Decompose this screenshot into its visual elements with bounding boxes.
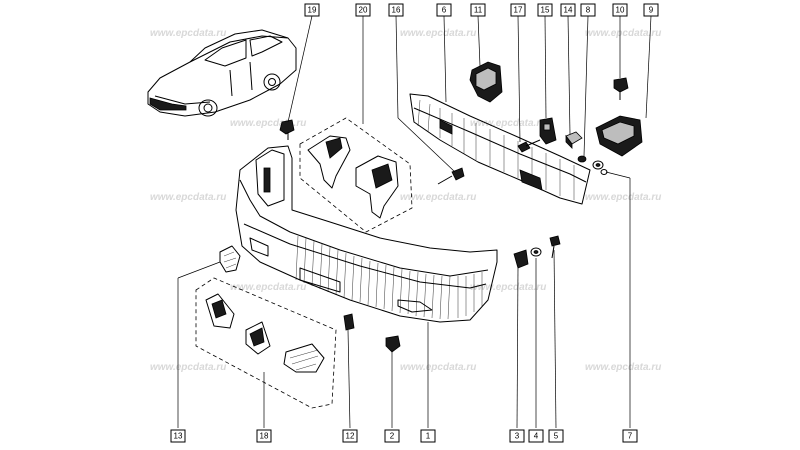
callout-16[interactable]: 16 [388, 3, 404, 17]
watermark: www.epcdata.ru [470, 282, 546, 293]
callout-label: 10 [616, 6, 625, 15]
callout-label: 3 [515, 432, 520, 441]
watermark: www.epcdata.ru [585, 28, 661, 39]
leader-lines [177, 15, 652, 429]
callout-4[interactable]: 4 [528, 429, 544, 443]
callout-14[interactable]: 14 [560, 3, 576, 17]
callout-label: 7 [628, 432, 633, 441]
reference-car-illustration [147, 29, 297, 117]
watermark: www.epcdata.ru [230, 118, 306, 129]
callout-label: 4 [534, 432, 539, 441]
cover-13 [219, 245, 241, 273]
bracket-11 [469, 61, 503, 103]
callout-label: 5 [554, 432, 559, 441]
callout-label: 14 [564, 6, 573, 15]
callout-label: 16 [392, 6, 401, 15]
watermark: www.epcdata.ru [400, 28, 476, 39]
callout-10-top[interactable]: 10 [612, 3, 628, 17]
callout-19[interactable]: 19 [304, 3, 320, 17]
clip-19 [279, 119, 295, 140]
callout-label: 20 [359, 6, 368, 15]
clip-10 [613, 77, 629, 100]
watermark-layer: www.epcdata.ru www.epcdata.ru www.epcdat… [150, 28, 661, 373]
callout-label: 11 [474, 6, 483, 15]
callout-label: 12 [346, 432, 355, 441]
watermark: www.epcdata.ru [585, 192, 661, 203]
callout-2[interactable]: 2 [384, 429, 400, 443]
screw-17 [517, 139, 541, 153]
bracket-15 [539, 117, 557, 145]
bracket-group-18 [195, 277, 337, 409]
bracket-9 [595, 115, 643, 157]
watermark: www.epcdata.ru [150, 192, 226, 203]
watermark: www.epcdata.ru [150, 362, 226, 373]
callout-8[interactable]: 8 [580, 3, 596, 17]
callout-15[interactable]: 15 [537, 3, 553, 17]
callout-18[interactable]: 18 [256, 429, 272, 443]
front-bumper-cover [235, 145, 498, 323]
clip-nut-3 [513, 249, 529, 269]
callout-5[interactable]: 5 [548, 429, 564, 443]
watermark: www.epcdata.ru [585, 362, 661, 373]
callout-label: 18 [260, 432, 269, 441]
nut-14 [565, 131, 583, 149]
callout-6[interactable]: 6 [436, 3, 452, 17]
callout-3[interactable]: 3 [509, 429, 525, 443]
callout-label: 8 [586, 6, 591, 15]
bracket-group-20 [299, 117, 413, 233]
watermark: www.epcdata.ru [230, 282, 306, 293]
callout-9[interactable]: 9 [643, 3, 659, 17]
bolt-5 [549, 235, 561, 259]
callout-17[interactable]: 17 [510, 3, 526, 17]
callout-label: 2 [390, 432, 395, 441]
watermark: www.epcdata.ru [400, 192, 476, 203]
bumper-reinforcement-beam [409, 93, 591, 205]
screw-2 [385, 335, 401, 353]
callout-1[interactable]: 1 [420, 429, 436, 443]
callout-label: 9 [649, 6, 654, 15]
callout-13[interactable]: 13 [170, 429, 186, 443]
callout-12[interactable]: 12 [342, 429, 358, 443]
callout-7[interactable]: 7 [622, 429, 638, 443]
screw-16 [437, 167, 465, 185]
callout-label: 15 [541, 6, 550, 15]
callout-label: 1 [426, 432, 431, 441]
callout-20[interactable]: 20 [355, 3, 371, 17]
washer-4 [530, 247, 542, 257]
callout-label: 19 [308, 6, 317, 15]
watermark: www.epcdata.ru [150, 28, 226, 39]
watermark: www.epcdata.ru [470, 118, 546, 129]
clip-12 [343, 313, 355, 331]
callout-label: 13 [174, 432, 183, 441]
bolt-8 [577, 155, 604, 170]
watermark: www.epcdata.ru [400, 362, 476, 373]
callout-11[interactable]: 11 [470, 3, 486, 17]
callout-label: 17 [514, 6, 523, 15]
callout-label: 6 [442, 6, 447, 15]
